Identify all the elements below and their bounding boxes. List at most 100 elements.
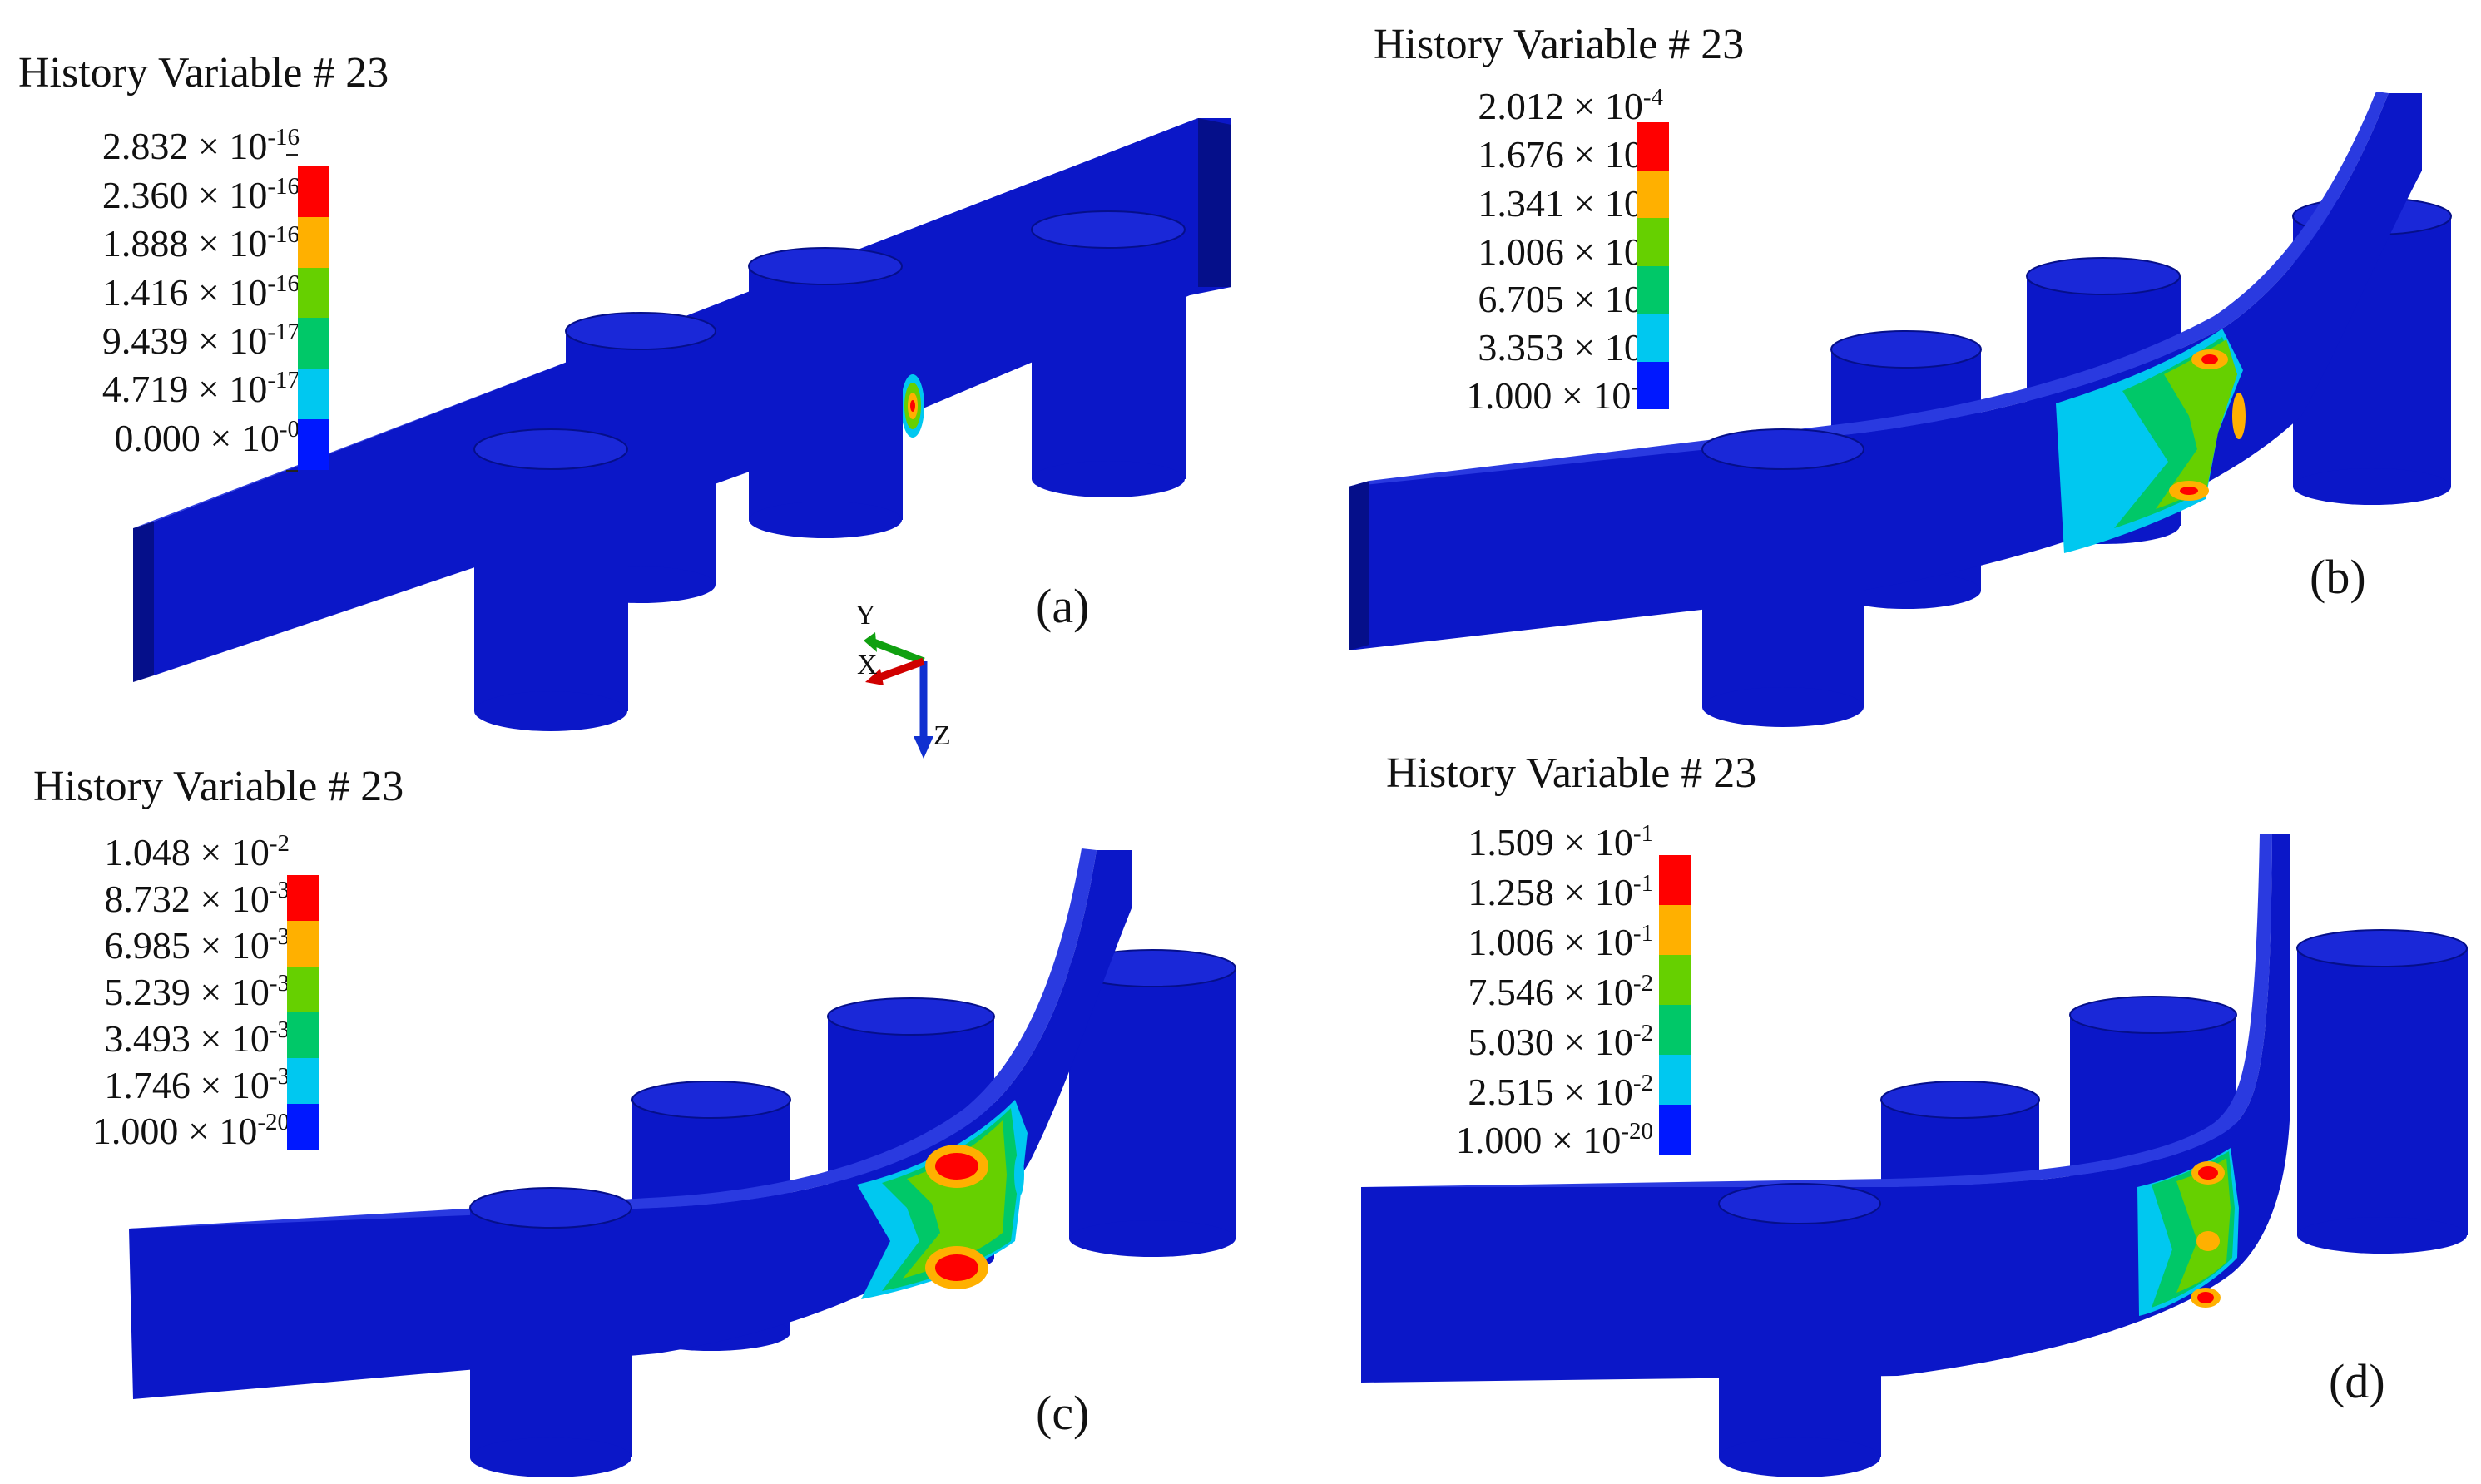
- legend-swatch: [298, 166, 329, 217]
- x-axis-label: X: [857, 650, 878, 680]
- roller-cylinder-back-right: [2296, 929, 2468, 1254]
- roller-cylinder-back-right: [1031, 210, 1186, 497]
- legend-swatch: [298, 369, 329, 420]
- sheet-left-end-face: [133, 522, 154, 682]
- legend-value: 1.000 × 10-20: [92, 1109, 290, 1152]
- y-axis-line: [872, 638, 925, 665]
- legend-swatch: [298, 216, 329, 268]
- roller-cylinder-front: [473, 428, 628, 731]
- contour-panel-b: History Variable # 23 2.012 × 10-4 1.676…: [1240, 0, 2481, 742]
- legend-value: 3.493 × 10-3: [104, 1017, 290, 1060]
- roller-cylinder-front: [469, 1187, 632, 1477]
- legend-value: 6.705 × 10-5: [1478, 278, 1663, 320]
- legend-value: 2.012 × 10-4: [1478, 84, 1663, 127]
- damage-contour-spot: [2180, 487, 2198, 495]
- legend-color-bar: [298, 166, 329, 470]
- sheet-left-end-face: [1349, 481, 1369, 650]
- legend-value: 7.546 × 10-2: [1468, 970, 1653, 1013]
- bending-sheet-model: [1349, 92, 2422, 650]
- legend-value: 1.888 × 10-16: [102, 221, 300, 265]
- sheet-front-face: [1361, 834, 2290, 1383]
- fem-model-render: [129, 848, 1236, 1477]
- roller-cylinder-front: [1701, 428, 1864, 727]
- legend-value: 2.832 × 10-16: [102, 124, 300, 167]
- legend-swatch: [1637, 170, 1669, 218]
- legend-value: 9.439 × 10-17: [102, 319, 300, 362]
- legend-value: 1.746 × 10-3: [104, 1063, 290, 1106]
- legend-tick: [286, 154, 298, 156]
- legend-swatch: [298, 318, 329, 369]
- legend-swatch: [1637, 265, 1669, 314]
- legend-value: 1.341 × 10-4: [1478, 182, 1663, 225]
- z-axis-label: Z: [933, 720, 951, 751]
- roller-cylinder-front: [1718, 1183, 1881, 1477]
- legend-value: 1.048 × 10-2: [104, 830, 290, 873]
- legend-value: 1.006 × 10-1: [1468, 920, 1653, 963]
- legend-swatch: [1659, 1105, 1691, 1155]
- legend-swatch: [1637, 314, 1669, 362]
- legend-value: 6.985 × 10-3: [104, 923, 290, 967]
- legend-swatch: [1637, 218, 1669, 266]
- legend-swatch: [287, 967, 319, 1012]
- legend-swatch: [1637, 122, 1669, 171]
- roller-cylinder-back-middle: [748, 247, 903, 538]
- y-axis-label: Y: [855, 600, 876, 631]
- sheet-front-face: [1349, 93, 2422, 650]
- damage-contour-spot: [2197, 1292, 2214, 1303]
- legend-value: 2.360 × 10-16: [102, 173, 300, 216]
- legend-value: 1.000 × 10-20: [1455, 1118, 1653, 1161]
- legend-value: 1.006 × 10-4: [1478, 230, 1663, 273]
- legend-swatch: [287, 1058, 319, 1104]
- bending-sheet-model: [129, 848, 1132, 1399]
- coordinate-axis-triad: Y X Z: [855, 600, 951, 759]
- z-axis-arrowhead: [914, 736, 933, 759]
- sheet-right-end-face: [1198, 118, 1231, 287]
- y-axis-arrowhead: [864, 632, 877, 652]
- damage-contour-spot: [935, 1254, 978, 1281]
- legend-value: 1.509 × 10-1: [1468, 820, 1653, 863]
- panel-title: History Variable # 23: [1374, 21, 1745, 68]
- panel-label: (c): [1036, 1386, 1090, 1440]
- legend-value: 1.416 × 10-16: [102, 270, 300, 314]
- x-axis-line: [876, 657, 925, 682]
- panel-label: (a): [1036, 579, 1090, 633]
- legend-value: 1.258 × 10-1: [1468, 870, 1653, 913]
- damage-contour-spot: [910, 400, 915, 412]
- panel-title: History Variable # 23: [18, 49, 389, 96]
- damage-contour-region: [2156, 339, 2237, 509]
- panel-label: (b): [2310, 550, 2366, 604]
- panel-title: History Variable # 23: [1386, 749, 1757, 797]
- legend-swatch: [1659, 855, 1691, 905]
- legend-value: 4.719 × 10-17: [102, 367, 300, 410]
- fem-model-render: [1349, 92, 2452, 727]
- legend-swatch: [1659, 905, 1691, 955]
- damage-contour-spot: [2196, 1231, 2220, 1251]
- legend-value: 0.000 × 10-0: [114, 416, 300, 459]
- contour-panel-d: History Variable # 23 1.509 × 10-1 1.258…: [1240, 742, 2481, 1484]
- damage-contour-region: [2176, 1158, 2231, 1293]
- legend-color-bar: [1659, 855, 1691, 1155]
- fem-model-render: [133, 118, 1231, 731]
- legend-value: 1.000 × 10-20: [1465, 374, 1663, 417]
- x-axis-arrowhead: [865, 669, 884, 685]
- legend-value: 5.030 × 10-2: [1468, 1020, 1653, 1063]
- legend-swatch: [287, 875, 319, 921]
- contour-panel-a: History Variable # 23 2.832 × 10-16 2.36…: [0, 0, 1240, 742]
- damage-contour-spot: [2232, 393, 2246, 439]
- legend-swatch: [287, 1104, 319, 1150]
- damage-contour-spot: [2198, 1166, 2218, 1180]
- legend-swatch: [1637, 361, 1669, 409]
- damage-contour-spot: [1014, 1153, 1024, 1196]
- legend-swatch: [1659, 1055, 1691, 1105]
- legend-swatch: [1659, 955, 1691, 1005]
- legend-swatch: [298, 267, 329, 319]
- legend-value: 2.515 × 10-2: [1468, 1070, 1653, 1113]
- panel-label: (d): [2329, 1354, 2385, 1408]
- legend-swatch: [287, 921, 319, 967]
- legend-value: 5.239 × 10-3: [104, 970, 290, 1013]
- bending-sheet-model: [1361, 834, 2290, 1383]
- damage-contour-spot: [935, 1153, 978, 1180]
- legend-color-bar: [1637, 122, 1669, 409]
- legend-value: 3.353 × 10-5: [1478, 326, 1663, 369]
- legend-value: 8.732 × 10-3: [104, 877, 290, 920]
